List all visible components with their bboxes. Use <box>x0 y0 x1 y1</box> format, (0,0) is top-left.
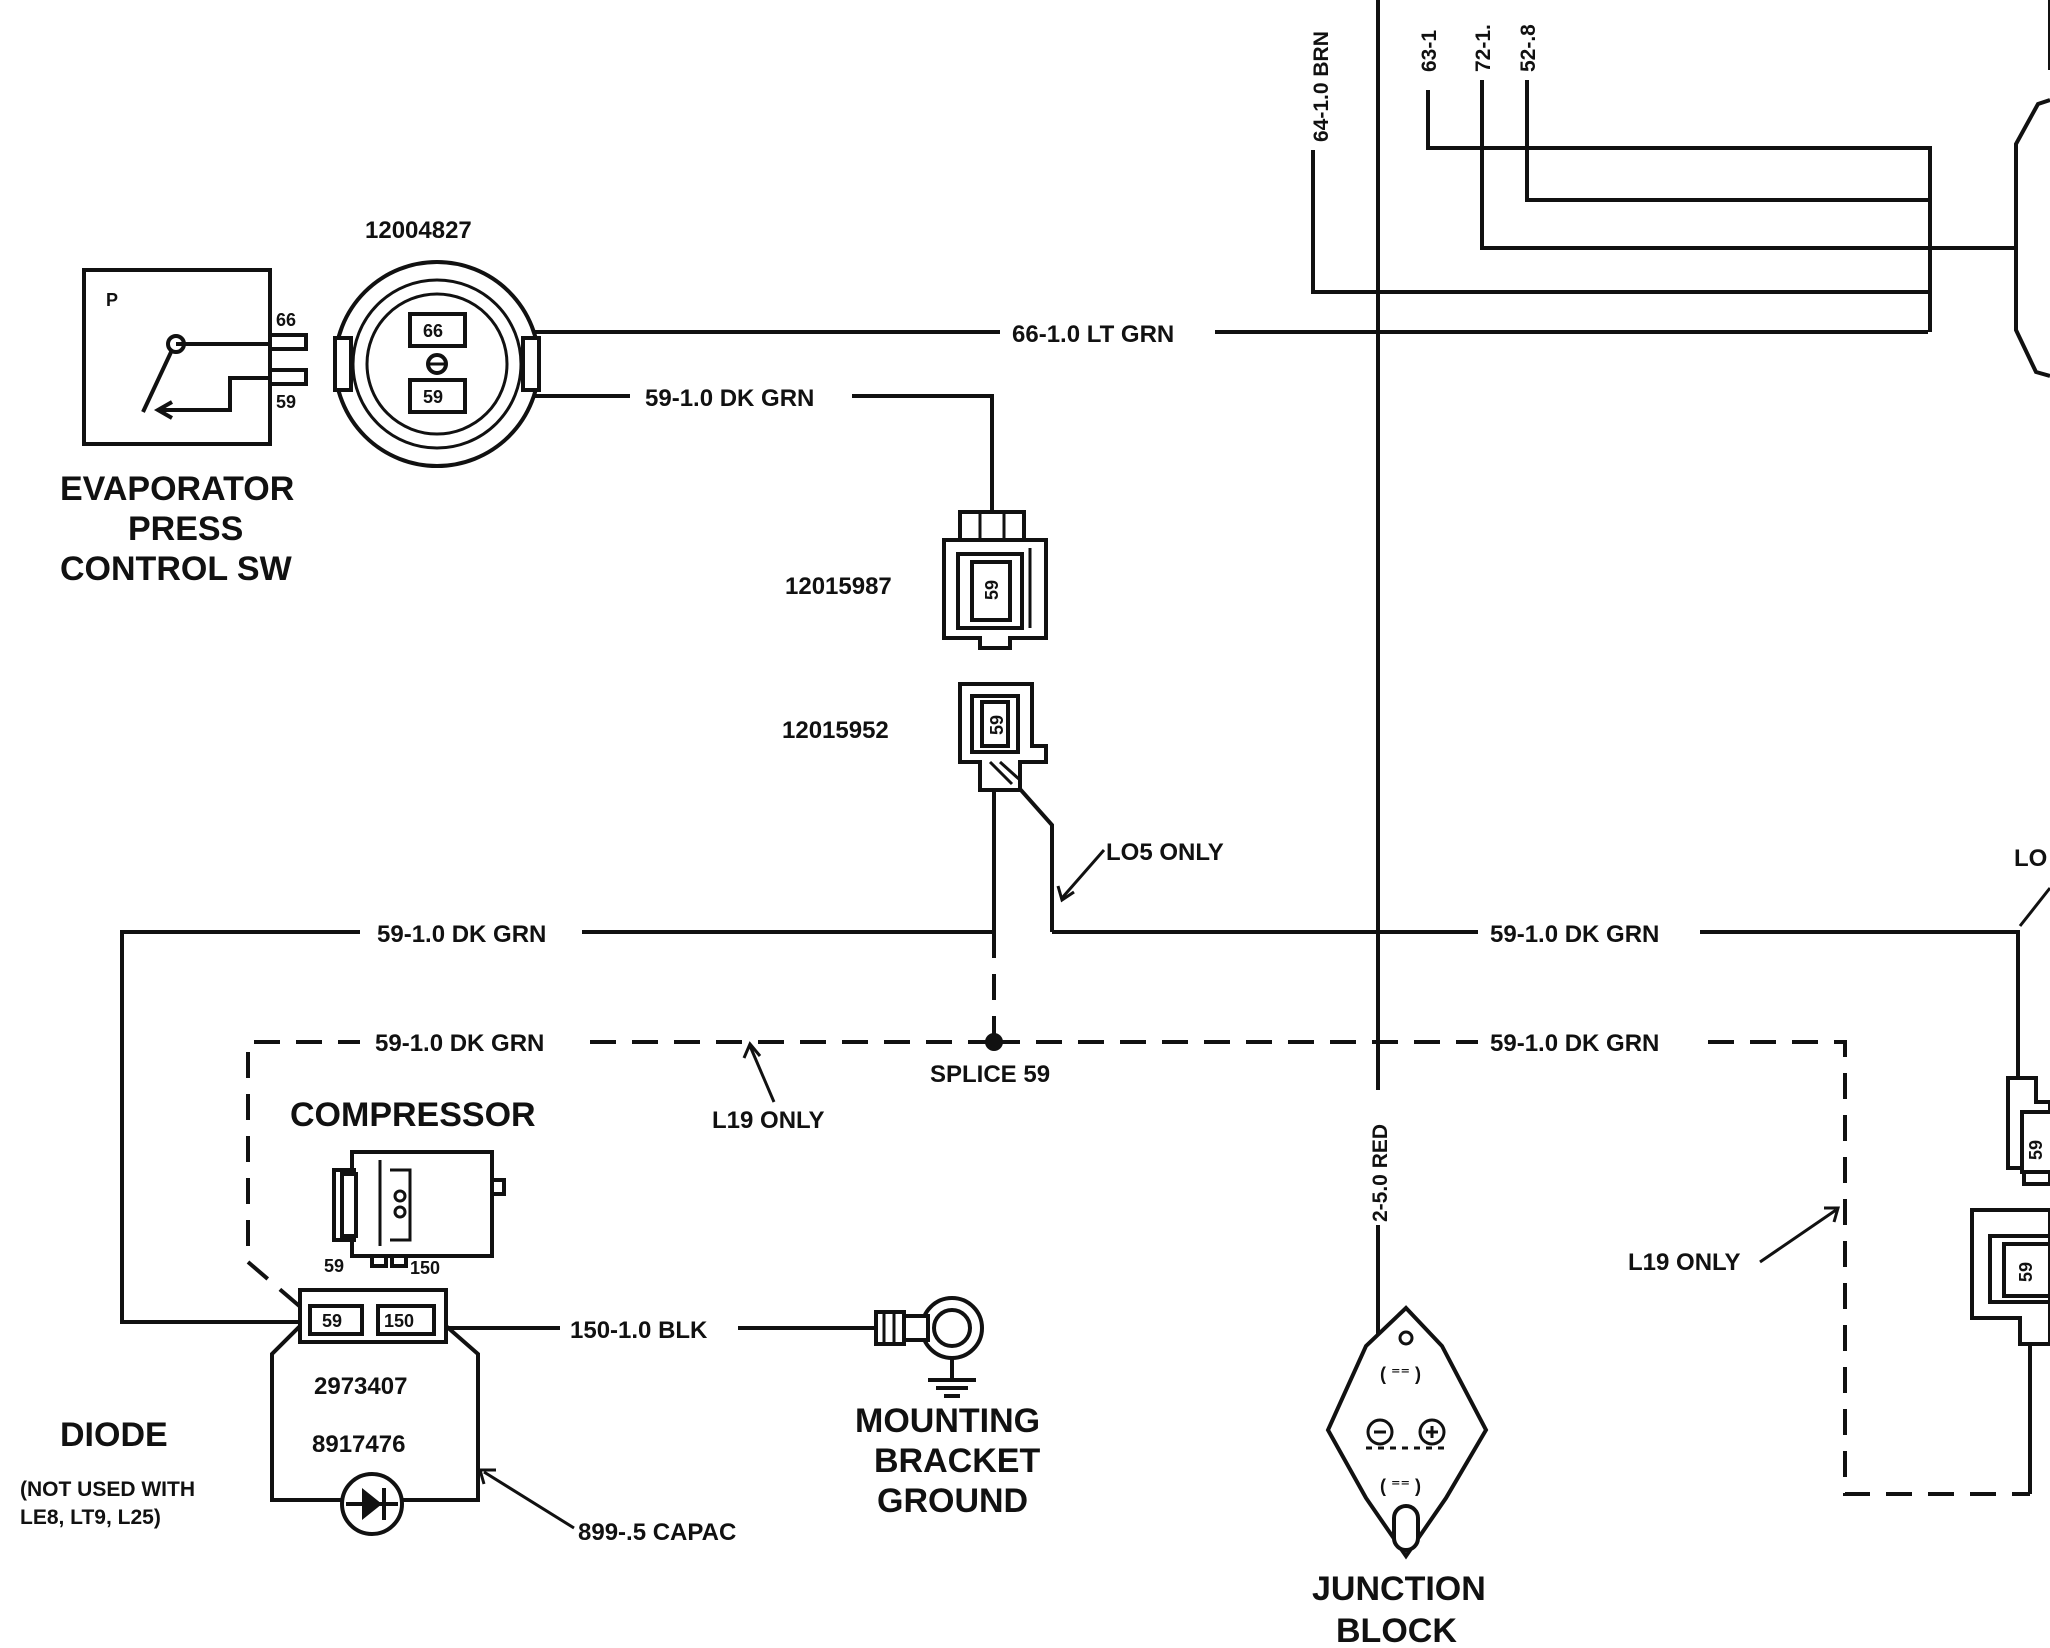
wire-59-dashed-right <box>994 1040 2030 1496</box>
label-150-blk: 150-1.0 BLK <box>570 1317 708 1344</box>
label-59-dashed-left: 59-1.0 DK GRN <box>375 1030 544 1057</box>
diode-note-1: (NOT USED WITH <box>20 1478 195 1501</box>
switch-pin-59: 59 <box>276 392 296 412</box>
compressor-pin-150: 150 <box>410 1258 440 1278</box>
label-59-switch: 59-1.0 DK GRN <box>645 385 814 412</box>
note-l19-only-left: L19 ONLY <box>712 1107 825 1134</box>
label-52: 52-.8 <box>1517 24 1540 72</box>
junction-block-title-2: BLOCK <box>1336 1612 1457 1648</box>
junction-block-title-1: JUNCTION <box>1312 1570 1486 1608</box>
inline-upper-part: 12015987 <box>785 573 892 600</box>
inline-upper-pin: 59 <box>982 580 1002 600</box>
evap-switch-title-2: PRESS <box>128 510 243 548</box>
junction-block: ( ⁼⁼ ) ( ⁼⁼ ) <box>1325 1305 1489 1560</box>
label-59-dashed-right: 59-1.0 DK GRN <box>1490 1030 1659 1057</box>
evap-switch-title-1: EVAPORATOR <box>60 470 294 508</box>
inline-connector-lower: 59 <box>958 682 1048 792</box>
compressor-body: 59 150 <box>324 1150 506 1278</box>
ground-title-2: BRACKET <box>874 1442 1040 1480</box>
label-59-right: 59-1.0 DK GRN <box>1490 921 1659 948</box>
wire-63 <box>1426 90 1932 332</box>
inline-connector-upper: 59 <box>942 510 1048 650</box>
switch-connector-pin-59: 59 <box>423 387 443 407</box>
splice-59-dot <box>985 1033 1003 1051</box>
right-upper-pin: 59 <box>2026 1140 2046 1160</box>
wire-59-dk-grn-right <box>1052 930 2020 1080</box>
diode-connector: 59 150 2973407 8917476 <box>270 1288 480 1536</box>
diode-note-2: LE8, LT9, L25) <box>20 1506 161 1529</box>
compressor-pin-59: 59 <box>324 1256 344 1276</box>
diode-title: DIODE <box>60 1416 168 1454</box>
note-lo-right: LO <box>2014 845 2047 872</box>
label-66-lt-grn: 66-1.0 LT GRN <box>1012 321 1174 348</box>
ground-terminal <box>874 1296 984 1398</box>
label-72: 72-1. <box>1472 24 1495 72</box>
wire-72 <box>1480 80 2022 250</box>
label-64-brn: 64-1.0 BRN <box>1310 31 1333 142</box>
wire-59-lo5-drop <box>1010 778 1054 932</box>
label-59-left: 59-1.0 DK GRN <box>377 921 546 948</box>
svg-text:( ⁼⁼ ): ( ⁼⁼ ) <box>1380 1364 1421 1384</box>
diode-part-1: 2973407 <box>314 1373 407 1400</box>
label-899-capac: 899-.5 CAPAC <box>578 1519 736 1546</box>
switch-connector: 66 59 <box>333 260 541 468</box>
note-l19-only-right: L19 ONLY <box>1628 1249 1741 1276</box>
wire-59-dashed-left <box>246 1040 994 1312</box>
diode-connector-pin-59: 59 <box>322 1311 342 1331</box>
ground-title-1: MOUNTING <box>855 1402 1040 1440</box>
right-connector-lower: 59 <box>1970 1208 2050 1346</box>
note-lo5-only: LO5 ONLY <box>1106 839 1224 866</box>
diode-part-2: 8917476 <box>312 1431 405 1458</box>
svg-text:( ⁼⁼ ): ( ⁼⁼ ) <box>1380 1476 1421 1496</box>
right-lower-pin: 59 <box>2016 1262 2036 1282</box>
inline-lower-part: 12015952 <box>782 717 889 744</box>
label-2-red: 2-5.0 RED <box>1369 1124 1392 1222</box>
switch-connector-pin-66: 66 <box>423 321 443 341</box>
right-harness-connector <box>2014 0 2050 378</box>
diode-connector-pin-150: 150 <box>384 1311 414 1331</box>
evap-switch-title-3: CONTROL SW <box>60 550 293 588</box>
switch-connector-part: 12004827 <box>365 217 472 244</box>
compressor-title: COMPRESSOR <box>290 1096 536 1134</box>
inline-lower-pin: 59 <box>987 715 1007 735</box>
label-63: 63-1 <box>1418 30 1441 72</box>
label-splice-59: SPLICE 59 <box>930 1061 1050 1088</box>
switch-symbol: P <box>106 290 118 310</box>
evaporator-switch: P 66 59 <box>82 268 308 446</box>
right-connector-upper: 59 <box>2006 1076 2050 1186</box>
wire-52 <box>1525 80 1930 202</box>
ground-title-3: GROUND <box>877 1482 1028 1520</box>
switch-pin-66: 66 <box>276 310 296 330</box>
wire-64-brn <box>1311 150 1930 294</box>
